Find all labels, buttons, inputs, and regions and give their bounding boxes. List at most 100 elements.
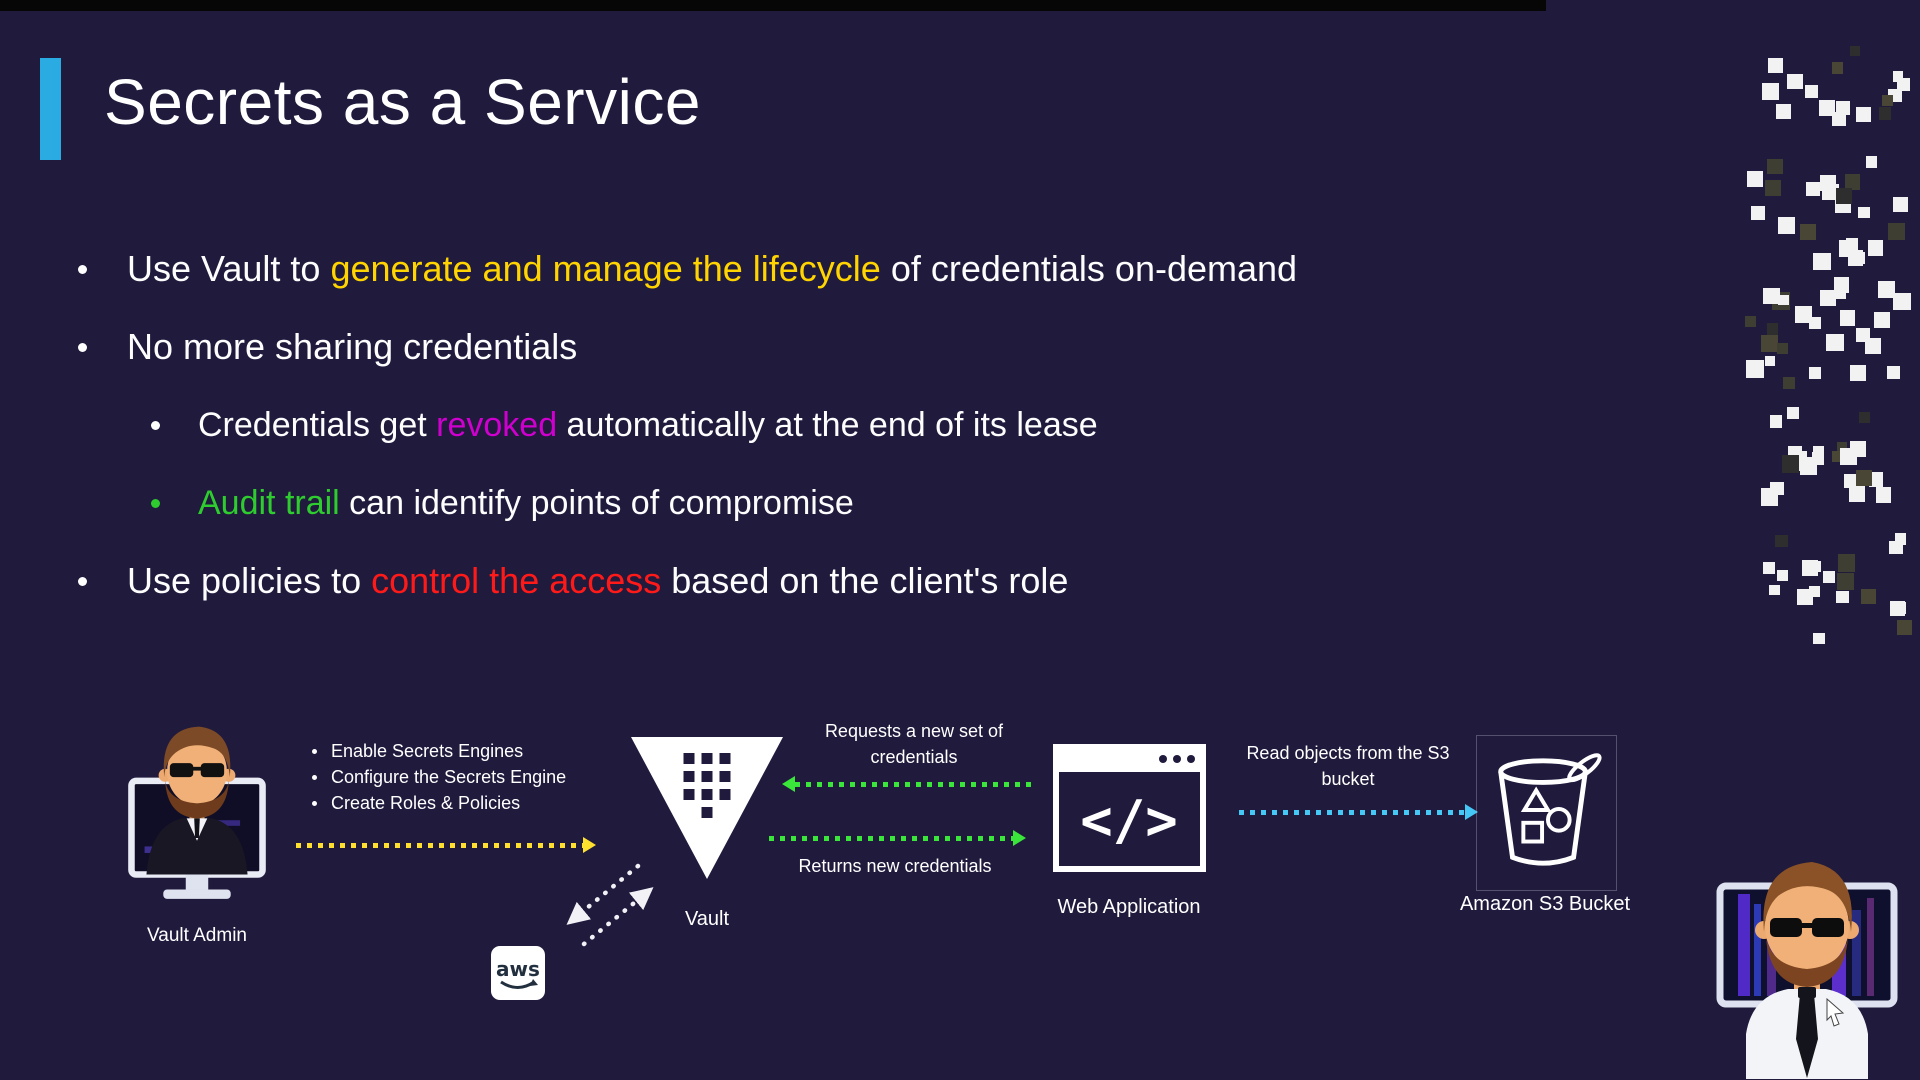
- mosaic-square: [1834, 197, 1851, 213]
- mosaic-square: [1804, 84, 1819, 98]
- mosaic-square: [1855, 107, 1871, 123]
- mosaic-square: [1837, 573, 1854, 590]
- mosaic-square: [1856, 328, 1871, 342]
- mosaic-square: [1882, 95, 1894, 107]
- arrowhead-right-icon: [583, 837, 596, 853]
- mosaic-square: [1888, 88, 1902, 103]
- mosaic-square: [1858, 206, 1870, 218]
- mosaic-square: [1837, 553, 1856, 572]
- mosaic-square: [1850, 440, 1867, 457]
- mosaic-square: [1849, 485, 1866, 502]
- s3-selection-box: [1476, 735, 1617, 891]
- edge-label-requests: Requests a new set of credentials: [824, 721, 1004, 767]
- bullet-line: Credentials get revoked automatically at…: [151, 402, 1638, 448]
- dotted-line: [795, 781, 1035, 787]
- mosaic-square: [1763, 288, 1780, 305]
- mosaic-square: [1835, 101, 1850, 116]
- mosaic-square: [1848, 252, 1861, 266]
- mosaic-square: [1832, 451, 1844, 463]
- web-application-label: Web Application: [1057, 896, 1201, 918]
- mosaic-square: [1889, 540, 1904, 555]
- mosaic-square: [1897, 619, 1912, 635]
- mosaic-square: [1777, 294, 1789, 306]
- mosaic-square: [1745, 315, 1757, 327]
- mosaic-square: [1826, 333, 1844, 351]
- mosaic-square: [1809, 585, 1821, 597]
- mosaic-square: [1762, 562, 1775, 575]
- task-item: Configure the Secrets Engine: [312, 764, 566, 790]
- mosaic-square: [1760, 488, 1779, 507]
- bullet-dot-icon: [312, 748, 317, 754]
- mosaic-square: [1856, 470, 1872, 487]
- top-letterbox: [0, 0, 1546, 11]
- mosaic-square: [1874, 312, 1890, 328]
- mosaic-square: [1839, 239, 1857, 257]
- mosaic-square: [1813, 252, 1831, 271]
- bullet-line: Audit trail can identify points of compr…: [151, 480, 1638, 526]
- mosaic-square: [1765, 355, 1776, 366]
- dotted-line: [769, 835, 1013, 841]
- mosaic-square: [1823, 570, 1836, 584]
- mosaic-square: [1844, 174, 1861, 190]
- mosaic-square: [1849, 45, 1861, 56]
- mosaic-square: [1806, 182, 1820, 196]
- edge-label-read-objects: Read objects from the S3 bucket: [1246, 743, 1450, 789]
- arrow-vault-to-webapp: [769, 830, 1026, 846]
- dotted-line: [296, 842, 583, 848]
- arrow-webapp-to-vault: [782, 776, 1035, 792]
- mosaic-square: [1868, 472, 1884, 487]
- mosaic-square: [1811, 452, 1825, 466]
- bullet-text: Use Vault to generate and manage the lif…: [127, 248, 1298, 289]
- mosaic-square: [1865, 156, 1877, 168]
- mosaic-square: [1813, 632, 1825, 644]
- title-accent-bar: [40, 58, 61, 160]
- task-item-label: Configure the Secrets Engine: [331, 767, 567, 787]
- bullet-text: Audit trail can identify points of compr…: [198, 484, 854, 522]
- mosaic-square: [1777, 343, 1789, 355]
- mosaic-square: [1892, 197, 1908, 212]
- mosaic-square: [1776, 103, 1792, 119]
- bullet-marker-icon: [151, 499, 160, 508]
- bullet-text: No more sharing credentials: [127, 326, 578, 367]
- mosaic-square: [1894, 602, 1907, 615]
- code-glyph: </>: [1080, 789, 1178, 852]
- mosaic-square: [1760, 335, 1778, 352]
- mosaic-square: [1808, 316, 1821, 329]
- mosaic-square: [1751, 206, 1765, 220]
- mosaic-square: [1819, 289, 1837, 307]
- cursor-icon: [1826, 998, 1845, 1027]
- edge-label-returns: Returns new credentials: [798, 856, 992, 876]
- arrow-admin-to-vault: [296, 837, 596, 853]
- bullet-marker-icon: [78, 265, 87, 274]
- mosaic-square: [1777, 570, 1788, 581]
- mosaic-square: [1783, 377, 1795, 389]
- mosaic-square: [1767, 57, 1783, 74]
- browser-code-icon: </>: [1053, 744, 1206, 872]
- mosaic-square: [1795, 451, 1808, 464]
- mosaic-square: [1797, 589, 1814, 606]
- mosaic-square: [1834, 277, 1850, 293]
- mosaic-square: [1881, 281, 1893, 294]
- presenter-avatar: [1716, 862, 1898, 1079]
- bullet-text: Use policies to control the access based…: [127, 560, 1069, 601]
- mosaic-square: [1786, 406, 1800, 420]
- arrowhead-right-icon: [1465, 804, 1478, 820]
- mosaic-square: [1766, 322, 1779, 335]
- mosaic-square: [1864, 338, 1881, 355]
- bullet-marker-icon: [151, 421, 160, 430]
- bullet-line: Use policies to control the access based…: [78, 558, 1638, 604]
- page-title: Secrets as a Service: [104, 66, 701, 138]
- aws-logo-icon: aws: [491, 946, 545, 1000]
- mosaic-square: [1875, 487, 1892, 503]
- bullet-dot-icon: [312, 774, 317, 780]
- s3-bucket-icon: [1498, 753, 1602, 866]
- mosaic-square: [1832, 112, 1846, 126]
- bullet-text: Credentials get revoked automatically at…: [198, 406, 1098, 444]
- mosaic-square: [1746, 360, 1764, 379]
- mosaic-square: [1836, 590, 1849, 604]
- vault-logo-icon: [631, 737, 783, 879]
- mosaic-square: [1810, 561, 1821, 572]
- mosaic-square: [1765, 179, 1782, 196]
